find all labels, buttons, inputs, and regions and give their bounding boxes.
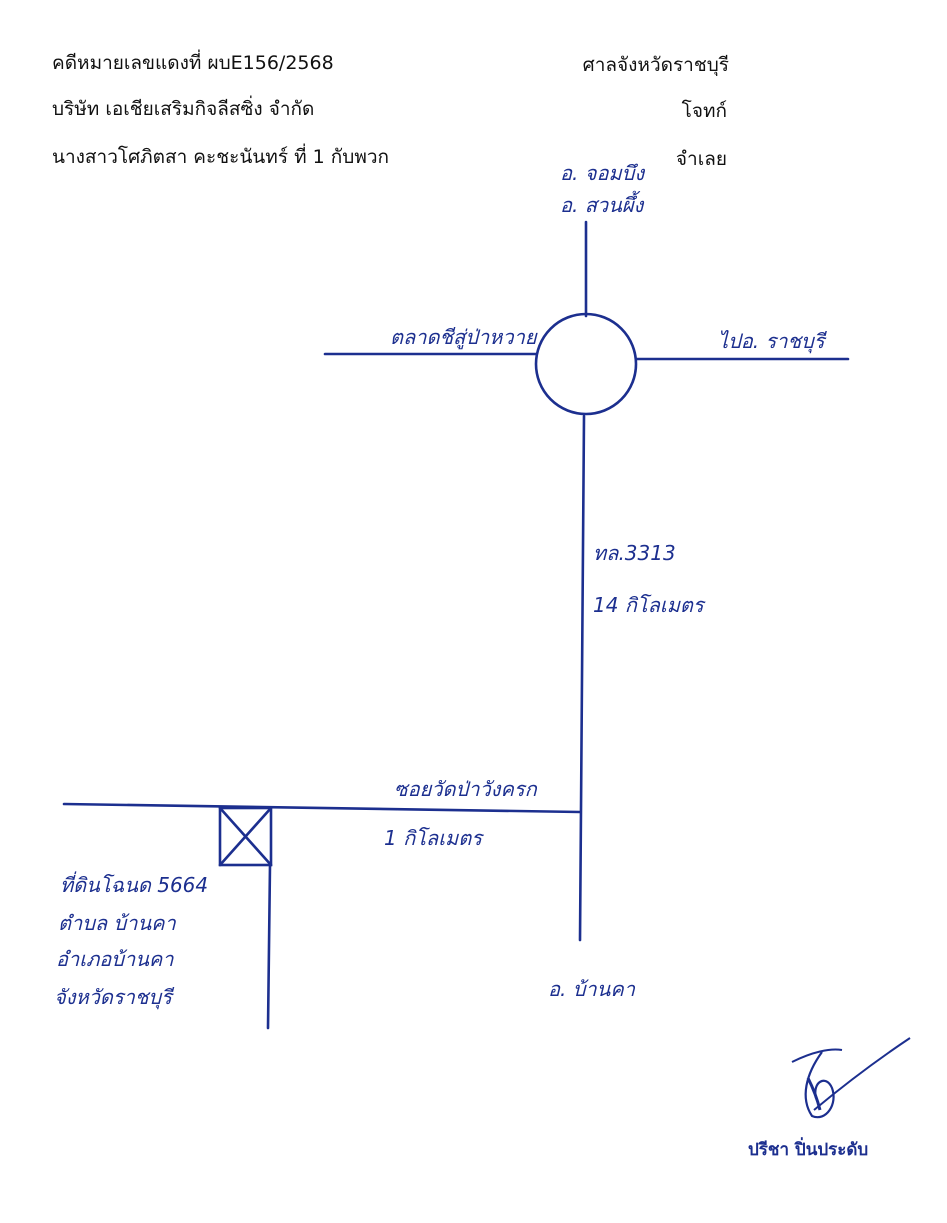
signer-name: ปรีชา ปิ่นประดับ	[748, 1140, 869, 1160]
south-label: อ. บ้านคา	[548, 977, 636, 1001]
parcel-side-road	[266, 863, 272, 1030]
soi-label: ซอยวัดป่าวังครก	[394, 777, 538, 801]
soi-road	[62, 802, 582, 814]
west-road-label: ตลาดชีสู่ป่าหวาย	[390, 325, 538, 350]
plaintiff-name: บริษัท เอเชียเสริมกิจลีสซิ่ง จำกัด	[52, 98, 315, 120]
parcel-label-3: อำเภอบ้านคา	[56, 947, 174, 971]
east-road-label: ไปอ. ราชบุรี	[718, 329, 827, 354]
parcel-label-2: ตำบล บ้านคา	[58, 911, 177, 935]
soi-distance-label: 1 กิโลเมตร	[384, 826, 484, 850]
defendant-role: จำเลย	[675, 148, 727, 170]
plaintiff-role: โจทก์	[681, 100, 727, 122]
court-name: ศาลจังหวัดราชบุรี	[582, 54, 729, 76]
highway-distance-label: 14 กิโลเมตร	[593, 593, 706, 617]
parcel-label-4: จังหวัดราชบุรี	[54, 985, 175, 1010]
highway-label: ทล.3313	[593, 541, 676, 565]
parcel-label-1: ที่ดินโฉนด 5664	[60, 871, 208, 897]
case-number: คดีหมายเลขแดงที่ ผบE156/2568	[52, 52, 334, 74]
highway-road	[578, 414, 586, 942]
parcel-cross-b	[218, 806, 273, 867]
roundabout	[534, 312, 638, 416]
north-label-1: อ. จอมบึง	[560, 161, 645, 185]
north-label-2: อ. สวนผึ้ง	[560, 190, 645, 217]
signature-scribble	[791, 1037, 911, 1119]
land-parcel-box	[218, 806, 273, 867]
defendant-name: นางสาวโศภิตสา คะชะนันทร์ ที่ 1 กับพวก	[52, 146, 390, 168]
